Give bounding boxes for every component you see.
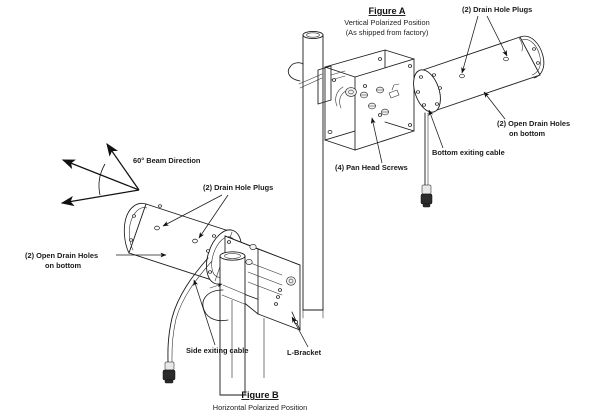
figure-a-mast-pole (302, 30, 324, 319)
figure-b-subtitle-line1: Horizontal Polarized Position (213, 403, 307, 412)
figure-a-title: Figure A (369, 6, 406, 16)
figure-b-group: (2) Drain Hole Plugs (2) Open Drain Hole… (25, 183, 322, 412)
figure-a-callout-pan-head-screws: (4) Pan Head Screws (335, 163, 408, 172)
beam-arrow-middle (61, 159, 140, 191)
figure-a-l-bracket (317, 49, 415, 151)
figure-a-subtitle-line2: (As shipped from factory) (346, 28, 429, 37)
figure-a-pan-head-screws (360, 86, 389, 116)
figure-b-callout-l-bracket: L-Bracket (287, 348, 322, 357)
figure-a-callout-open-drain-holes-l1: (2) Open Drain Holes (497, 119, 570, 128)
figure-b-callout-open-drain-holes-l2: on bottom (45, 261, 82, 270)
figure-b-leader-side-cable (193, 279, 216, 346)
figure-b-title: Figure B (241, 390, 279, 400)
beam-direction-indicator: 60° Beam Direction (60, 142, 201, 207)
beam-arrow-lower (60, 189, 140, 207)
figure-b-leader-drain-plug-1 (162, 194, 223, 227)
figure-b-leader-l-bracket (291, 316, 309, 348)
figure-b-drain-hole-plugs (154, 225, 198, 244)
figure-b-callout-side-exiting-cable: Side exiting cable (186, 346, 248, 355)
figure-a-callout-open-drain-holes-l2: on bottom (509, 129, 546, 138)
beam-angle-arc (98, 163, 106, 196)
figure-a-bottom-exiting-cable (420, 112, 433, 208)
figure-a-leader-pan-head-screws (370, 117, 383, 164)
figure-b-callout-open-drain-holes-l1: (2) Open Drain Holes (25, 251, 98, 260)
figure-b-mast-pole (219, 251, 246, 396)
figure-a-group: Figure A Vertical Polarized Position (As… (287, 5, 570, 319)
figure-a-drain-hole-plugs (459, 56, 509, 79)
figure-a-leader-drain-plug-2 (486, 15, 508, 57)
figure-a-callout-drain-hole-plugs: (2) Drain Hole Plugs (462, 5, 532, 14)
figure-a-antenna-radome (413, 35, 545, 113)
figure-a-leader-bottom-cable (428, 109, 444, 149)
figure-a-callout-bottom-exiting-cable: Bottom exiting cable (432, 148, 505, 157)
beam-arrow-upper (106, 142, 140, 191)
figure-b-leader-drain-plug-2 (198, 194, 229, 239)
beam-direction-label: 60° Beam Direction (133, 156, 201, 165)
figure-a-leader-drain-plug-1 (461, 15, 479, 74)
figure-b-side-exiting-cable (162, 257, 213, 384)
figure-b-callout-drain-hole-plugs: (2) Drain Hole Plugs (203, 183, 273, 192)
figure-a-leader-open-drain-holes (483, 91, 506, 120)
figure-a-subtitle-line1: Vertical Polarized Position (344, 18, 429, 27)
